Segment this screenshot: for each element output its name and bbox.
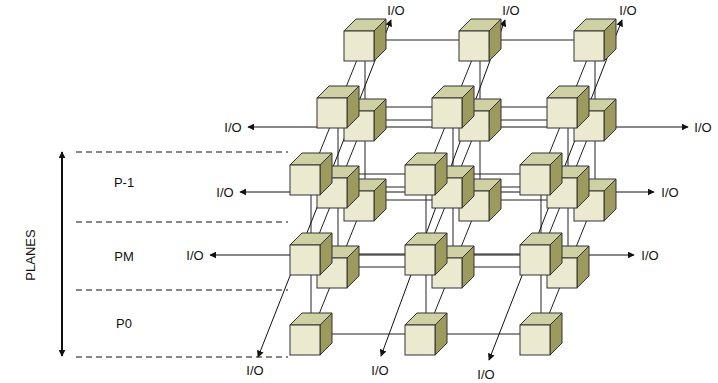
cube-front-face (520, 165, 550, 195)
cube-side-face (435, 153, 447, 195)
cube-side-face (550, 153, 562, 195)
cube-node (459, 19, 501, 61)
io-label: I/O (694, 121, 711, 134)
cube-node (290, 233, 332, 275)
axis-label: PLANES (24, 229, 37, 280)
cube-node (547, 86, 589, 128)
io-arrows (210, 20, 688, 360)
cube-side-face (550, 233, 562, 275)
cube-group (290, 19, 616, 355)
io-label: I/O (477, 368, 494, 381)
io-label: I/O (661, 186, 678, 199)
io-label: I/O (619, 4, 636, 17)
cube-side-face (320, 233, 332, 275)
cube-front-face (405, 245, 435, 275)
cube-front-face (459, 31, 489, 61)
cube-side-face (347, 246, 359, 288)
plane-divider (76, 152, 288, 153)
io-label: I/O (246, 364, 263, 377)
cube-node (432, 86, 474, 128)
cube-node (317, 86, 359, 128)
cube-node (520, 153, 562, 195)
cube-side-face (320, 313, 332, 355)
plane-divider (76, 357, 288, 358)
cube-front-face (290, 245, 320, 275)
cube-node (520, 233, 562, 275)
cube-side-face (604, 19, 616, 61)
cube-side-face (374, 19, 386, 61)
cube-side-face (550, 313, 562, 355)
cube-front-face (290, 165, 320, 195)
io-label: I/O (224, 121, 241, 134)
cube-side-face (320, 153, 332, 195)
cube-side-face (462, 86, 474, 128)
cube-side-face (489, 179, 501, 221)
cube-node (520, 313, 562, 355)
cube-side-face (604, 99, 616, 141)
cube-front-face (317, 98, 347, 128)
io-label: I/O (186, 249, 203, 262)
cube-front-face (547, 98, 577, 128)
io-label: I/O (216, 186, 233, 199)
cube-front-face (344, 31, 374, 61)
plane-label: P0 (116, 317, 132, 330)
cube-side-face (489, 99, 501, 141)
cube-front-face (405, 165, 435, 195)
io-label: I/O (641, 249, 658, 262)
io-label: I/O (502, 4, 519, 17)
cube-side-face (462, 166, 474, 208)
io-arrow (489, 20, 622, 360)
cube-side-face (604, 179, 616, 221)
cube-side-face (577, 86, 589, 128)
cube-front-face (290, 325, 320, 355)
cube-node (344, 19, 386, 61)
plane-divider (76, 290, 288, 291)
cube-node (405, 313, 447, 355)
cube-side-face (577, 246, 589, 288)
io-arrow (381, 20, 505, 356)
cube-node (405, 153, 447, 195)
cube-side-face (577, 166, 589, 208)
plane-label: P-1 (114, 176, 134, 189)
cube-side-face (435, 313, 447, 355)
io-label: I/O (387, 4, 404, 17)
io-arrow (258, 20, 391, 357)
cube-side-face (435, 233, 447, 275)
cube-side-face (374, 179, 386, 221)
cube-side-face (462, 246, 474, 288)
cube-node (290, 313, 332, 355)
plane-label: PM (114, 250, 134, 263)
cube-side-face (347, 166, 359, 208)
cube-front-face (405, 325, 435, 355)
cube-front-face (520, 245, 550, 275)
cube-side-face (374, 99, 386, 141)
lattice-links (311, 40, 595, 334)
io-label: I/O (371, 364, 388, 377)
cube-side-face (347, 86, 359, 128)
cube-front-face (574, 31, 604, 61)
plane-axis-arrow (61, 152, 63, 356)
cube-front-face (432, 98, 462, 128)
plane-divider (76, 222, 288, 223)
cube-side-face (489, 19, 501, 61)
cube-node (574, 19, 616, 61)
cube-node (290, 153, 332, 195)
cube-front-face (520, 325, 550, 355)
cube-node (405, 233, 447, 275)
